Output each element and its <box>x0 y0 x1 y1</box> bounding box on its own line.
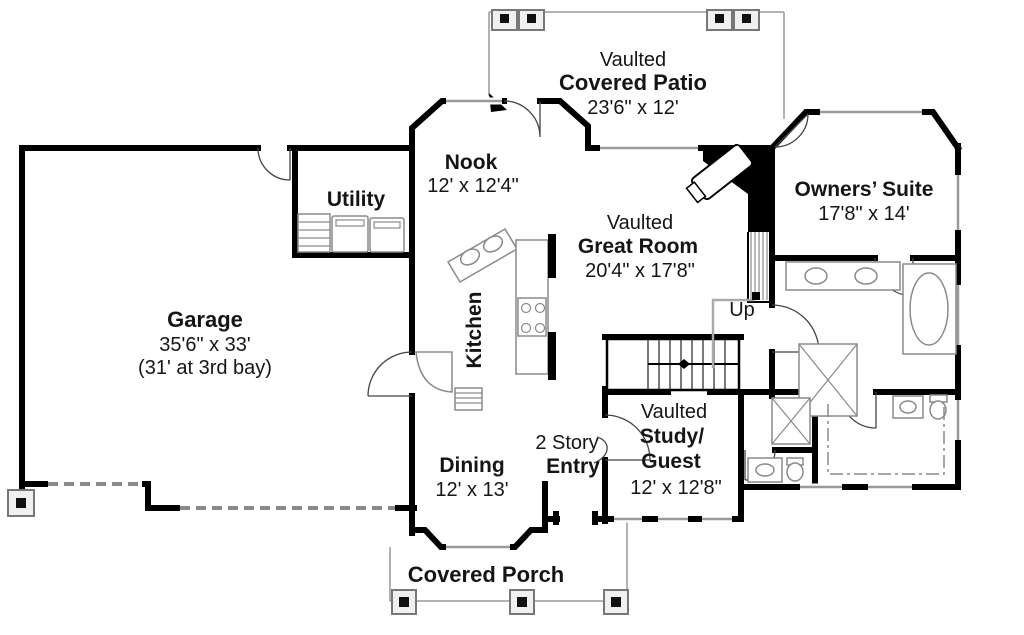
room-labels: Vaulted Covered Patio 23'6" x 12' Nook 1… <box>138 49 933 587</box>
entry-name-label: Entry <box>546 455 600 478</box>
study-name2-label: Guest <box>641 450 701 473</box>
kitchen-angled-counter <box>446 227 519 284</box>
garage-front-wall <box>19 481 417 511</box>
garage-left-top-wall <box>19 145 415 490</box>
garage-note-label: (31' at 3rd bay) <box>138 357 272 379</box>
garage-name-label: Garage <box>167 307 243 332</box>
suite-patio-door-swing <box>774 113 809 148</box>
owners-suite-bay-wall <box>767 109 963 153</box>
utility-name-label: Utility <box>327 188 386 211</box>
kitchen-wall-stub-bottom <box>548 332 556 380</box>
utility-fixtures <box>297 213 405 253</box>
bathtub <box>909 272 949 346</box>
burner <box>520 302 532 314</box>
study-name1-label: Study/ <box>640 425 704 448</box>
stair-arrow-head <box>678 359 690 369</box>
bath-fixtures <box>747 261 957 483</box>
porch-post <box>603 589 629 615</box>
dryer-panel <box>373 221 401 229</box>
powder-sink <box>755 463 775 477</box>
study-dims-label: 12' x 12'8" <box>630 477 721 499</box>
patio-post <box>733 9 760 31</box>
patio-name-label: Covered Patio <box>559 70 707 95</box>
powder-toilet <box>786 462 804 482</box>
owners-suite-name-label: Owners’ Suite <box>795 178 934 201</box>
kitchen-fixtures <box>415 227 556 411</box>
stair-guide-line <box>711 298 755 368</box>
vanity-sink-left <box>804 267 828 285</box>
nook-dims-label: 12' x 12'4" <box>427 175 518 197</box>
dining-name-label: Dining <box>439 454 504 477</box>
fireplace <box>685 143 772 303</box>
entry-prefix-label: 2 Story <box>535 432 598 454</box>
kitchen-name-label: Kitchen <box>463 291 486 368</box>
porch-name-label: Covered Porch <box>408 562 565 587</box>
pantry-shelves <box>454 387 483 411</box>
patio-post <box>518 9 545 31</box>
washer <box>331 215 369 253</box>
staircase <box>605 292 760 392</box>
washer-panel <box>335 219 365 227</box>
entry-leader-line <box>593 436 608 464</box>
kitchen-wall-stub-top <box>548 234 556 278</box>
patio-post <box>706 9 733 31</box>
porch-post <box>509 589 535 615</box>
garage-entry-door-swing <box>367 351 413 397</box>
great-room-name-label: Great Room <box>578 235 698 258</box>
nook-patio-door-swing <box>503 100 541 138</box>
up-marker-dot <box>752 292 760 300</box>
burner <box>534 322 546 334</box>
burner <box>520 322 532 334</box>
study-door-swing <box>604 414 651 461</box>
patio-prefix-label: Vaulted <box>600 49 666 71</box>
wc-sink <box>899 400 917 414</box>
dryer <box>369 217 405 253</box>
patio-dims-label: 23'6" x 12' <box>587 97 678 119</box>
double-vanity <box>785 261 901 291</box>
garage-corner-post <box>7 489 35 517</box>
porch-posts <box>391 589 629 615</box>
dining-dims-label: 12' x 13' <box>435 479 508 501</box>
great-room-dims-label: 20'4" x 17'8" <box>585 260 695 282</box>
great-room-prefix-label: Vaulted <box>607 212 673 234</box>
entry-door-jamb-left <box>553 511 559 525</box>
utility-door-swing <box>257 147 291 181</box>
closet-rod-lines <box>827 404 945 475</box>
owners-suite-dims-label: 17'8" x 14' <box>818 203 909 225</box>
windows <box>446 97 962 551</box>
porch-post <box>391 589 417 615</box>
burner <box>534 302 546 314</box>
kitchen-sink-left <box>459 248 481 266</box>
study-south-east-wall <box>602 389 744 522</box>
vanity-sink-right <box>854 267 878 285</box>
entry-door-jamb-right <box>592 511 598 525</box>
up-label: Up <box>729 299 755 321</box>
pantry-counter <box>415 351 453 393</box>
kitchen-sink-right <box>482 235 504 253</box>
nook-name-label: Nook <box>445 151 498 174</box>
fireplace-insert <box>685 143 754 204</box>
patio-post <box>491 9 518 31</box>
dining-bay-entry-wall <box>409 516 611 550</box>
utility-walls <box>292 145 413 258</box>
wc-toilet <box>929 400 947 420</box>
garage-doors <box>48 480 395 512</box>
patio-posts <box>491 9 760 31</box>
media-shelf-stripes <box>747 232 771 303</box>
garage-dims-label: 35'6" x 33' <box>159 334 250 356</box>
study-prefix-label: Vaulted <box>641 401 707 423</box>
